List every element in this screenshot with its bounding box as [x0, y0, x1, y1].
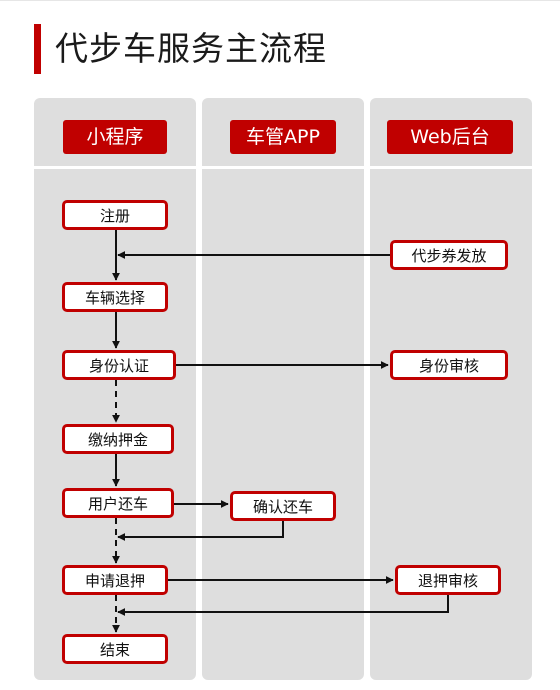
- step-id-review: 身份审核: [390, 350, 508, 380]
- step-voucher-issue: 代步券发放: [390, 240, 508, 270]
- step-confirm-return: 确认还车: [230, 491, 336, 521]
- step-pay-deposit: 缴纳押金: [62, 424, 174, 454]
- lane-divider: [202, 166, 364, 169]
- lane-divider: [34, 166, 196, 169]
- page-title: 代步车服务主流程: [55, 29, 327, 68]
- arrow-review-to-flow: [117, 595, 449, 616]
- step-apply-refund: 申请退押: [62, 565, 168, 595]
- title-accent-bar: [34, 24, 41, 74]
- step-register: 注册: [62, 200, 168, 230]
- step-refund-review: 退押审核: [395, 565, 501, 595]
- top-divider: [0, 0, 560, 1]
- lane-header-mini-program: 小程序: [63, 120, 167, 154]
- step-user-return: 用户还车: [62, 488, 174, 518]
- lane-header-car-app: 车管APP: [230, 120, 336, 154]
- step-end: 结束: [62, 634, 168, 664]
- step-vehicle-select: 车辆选择: [62, 282, 168, 312]
- step-id-verify: 身份认证: [62, 350, 176, 380]
- lane-header-web-backend: Web后台: [387, 120, 513, 154]
- lane-divider: [370, 166, 532, 169]
- arrow-confirm-to-flow: [117, 521, 284, 541]
- lane-car-app: [202, 98, 364, 680]
